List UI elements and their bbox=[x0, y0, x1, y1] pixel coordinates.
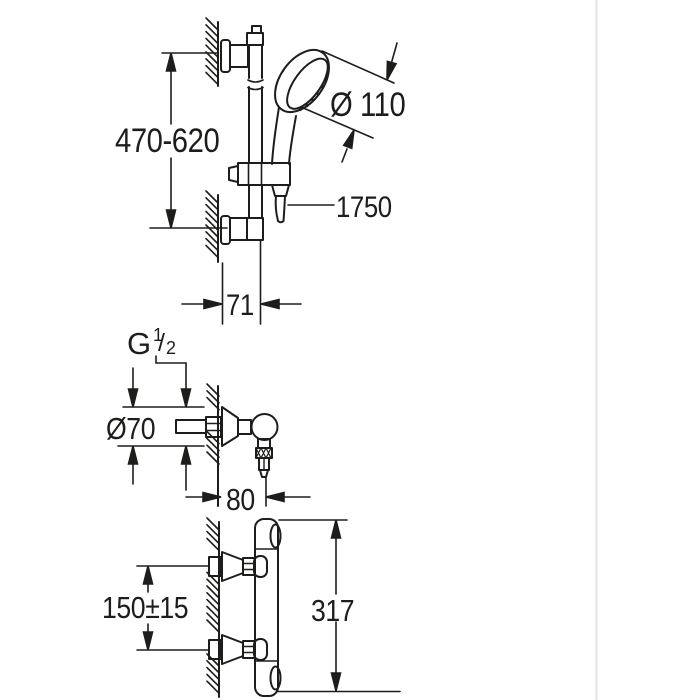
thread-numerator: 1 bbox=[153, 325, 164, 345]
holder-detail bbox=[247, 162, 263, 186]
rail-joint bbox=[247, 79, 264, 91]
temperature-knob bbox=[269, 523, 282, 549]
height-dim-arrows bbox=[330, 519, 342, 692]
wall-hatching bbox=[206, 517, 220, 694]
knob-separation-lines bbox=[254, 548, 279, 662]
supply-pipe bbox=[175, 419, 207, 434]
handshower-handle bbox=[271, 106, 297, 165]
escutcheon-cone bbox=[221, 406, 239, 447]
spacing-extension-lines bbox=[136, 565, 210, 651]
dim-label-total-height: 317 bbox=[311, 593, 355, 628]
top-escutcheon-cone bbox=[221, 551, 244, 582]
height-dim-arrows bbox=[165, 52, 177, 229]
spacing-dim-arrows bbox=[142, 565, 154, 651]
offset-extension-lines bbox=[221, 240, 262, 325]
thread-dim-arrows bbox=[180, 388, 192, 465]
dim-label-escutcheon-diameter: Ø70 bbox=[106, 411, 156, 446]
outlet-dim-arrows bbox=[202, 491, 285, 503]
shower-hose bbox=[274, 195, 286, 224]
top-inlet-boss bbox=[253, 555, 268, 578]
wall-hatching bbox=[205, 17, 219, 86]
thread-denominator: 2 bbox=[166, 338, 177, 358]
union-neck bbox=[237, 419, 252, 435]
dim-label-hose-length: 1750 bbox=[336, 191, 392, 224]
mixer-body bbox=[254, 518, 279, 697]
thermostat-figure bbox=[206, 517, 282, 698]
bottom-inlet-boss bbox=[253, 638, 268, 661]
dim-label-thread-size: G 1 / 2 bbox=[127, 325, 187, 368]
top-bracket-arm bbox=[229, 44, 249, 68]
thread-letter: G bbox=[127, 326, 152, 361]
dim-label-wall-offset: 71 bbox=[226, 289, 254, 322]
volume-knob bbox=[269, 665, 282, 691]
bottom-bracket-escutcheon bbox=[220, 215, 231, 245]
top-bracket-escutcheon bbox=[220, 39, 231, 73]
slide-rail bbox=[248, 44, 263, 219]
thread-nut-facets bbox=[205, 422, 222, 432]
thermostat-dimensions bbox=[136, 519, 401, 693]
holder-knob bbox=[228, 165, 239, 183]
shower-rail-dimensions bbox=[149, 42, 398, 325]
spray-nozzles bbox=[298, 71, 330, 112]
dim-label-outlet-offset: 80 bbox=[226, 482, 255, 517]
dim-label-connection-spacing: 150±15 bbox=[102, 590, 189, 625]
rail-top-knob bbox=[251, 25, 262, 34]
offset-dim-arrows bbox=[203, 298, 280, 310]
dim-label-height-range: 470-620 bbox=[115, 122, 220, 160]
wall-union-figure bbox=[175, 383, 279, 507]
outlet-tip bbox=[259, 469, 269, 478]
holder-ball bbox=[250, 413, 279, 441]
bottom-escutcheon-cone bbox=[221, 634, 244, 665]
hose-connector bbox=[271, 184, 290, 197]
shower-rail-figure bbox=[205, 17, 330, 263]
wall-union-dimensions bbox=[117, 355, 311, 507]
wall-hatching bbox=[205, 190, 219, 259]
shower-holder bbox=[237, 162, 291, 186]
handshower-head bbox=[274, 48, 330, 114]
dim-label-head-diameter: Ø 110 bbox=[330, 86, 406, 124]
knurl-texture bbox=[255, 447, 272, 459]
thread-leader-line bbox=[155, 355, 187, 390]
head-diameter-tangents bbox=[300, 50, 395, 139]
thread-fraction-slash: / bbox=[158, 329, 165, 357]
head-diameter-arrows bbox=[342, 60, 398, 150]
escutcheon-dim-arrows bbox=[127, 388, 139, 465]
rail-top-cap bbox=[246, 32, 264, 46]
